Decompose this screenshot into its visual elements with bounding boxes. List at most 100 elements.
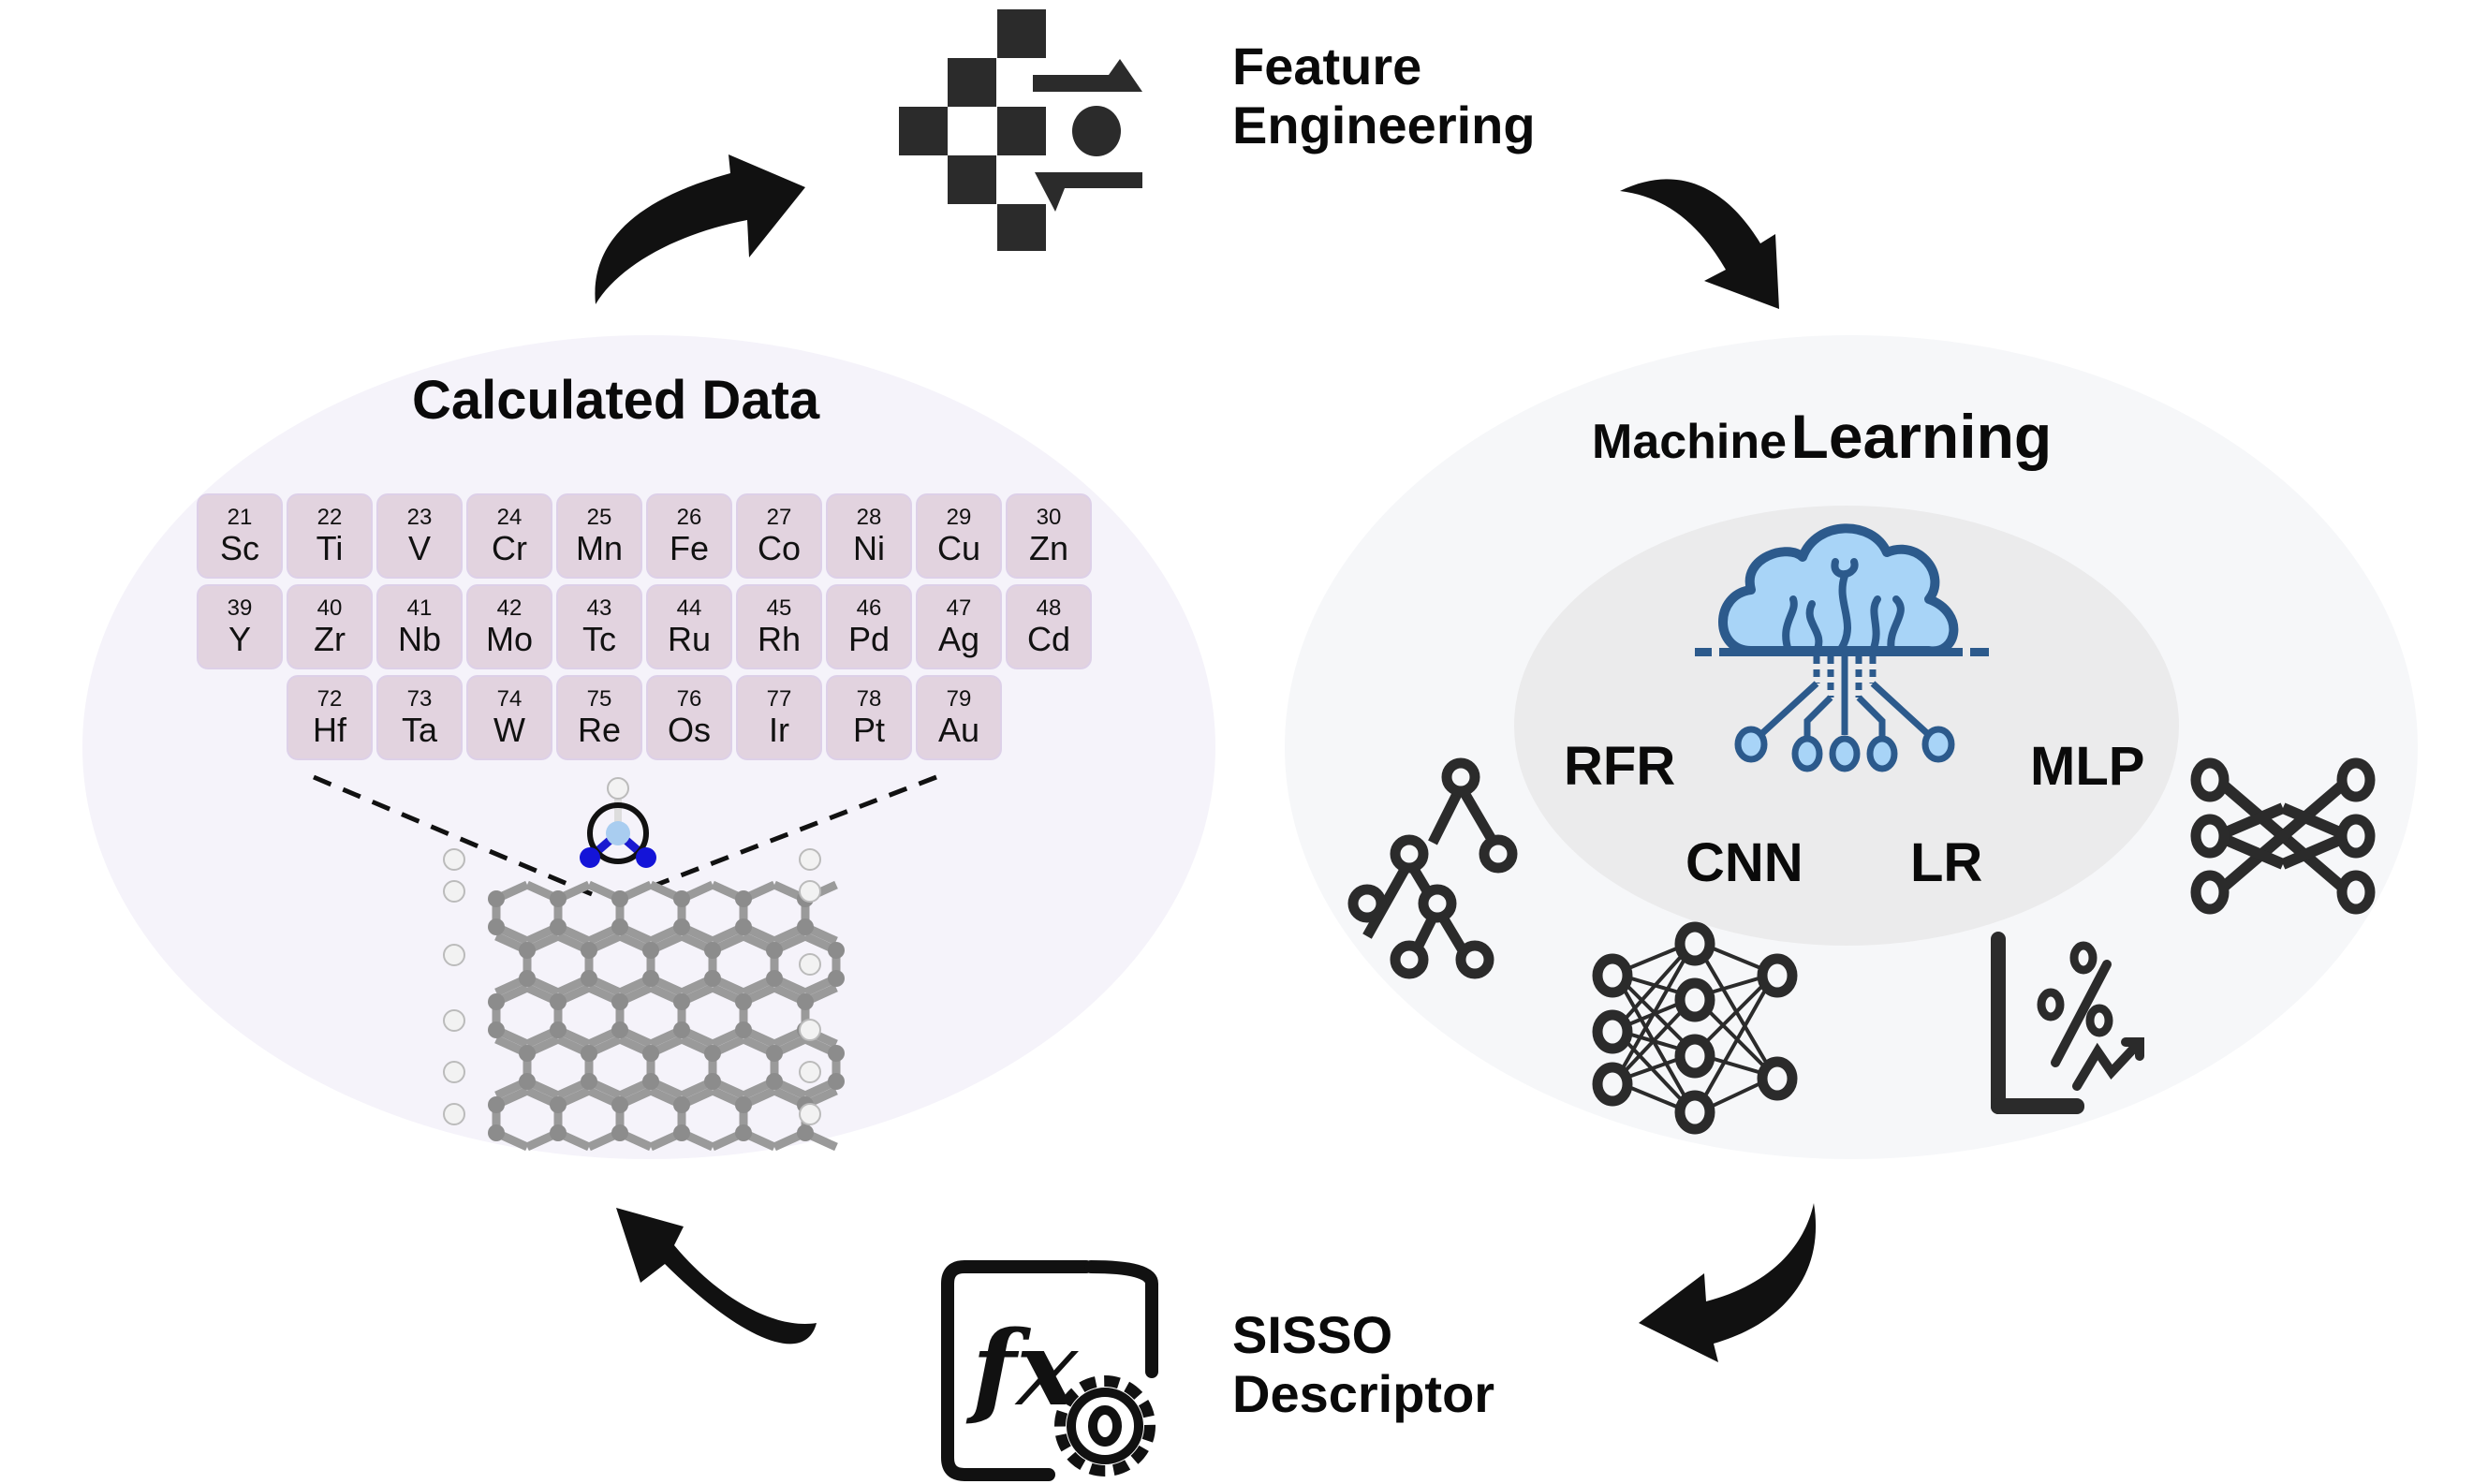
element-symbol: Ir <box>769 710 789 749</box>
atomic-number: 44 <box>676 595 702 622</box>
carbon-atom <box>611 918 628 935</box>
element-symbol: Re <box>577 710 622 749</box>
element-symbol: Hf <box>313 710 346 749</box>
atomic-number: 47 <box>946 595 972 622</box>
carbon-atom <box>735 1124 752 1141</box>
carbon-atom <box>735 890 752 907</box>
carbon-atom <box>797 993 814 1010</box>
carbon-atom <box>828 942 845 959</box>
decision-tree-icon <box>1347 757 1518 979</box>
hydrogen-atom <box>799 1019 821 1041</box>
carbon-atom <box>519 970 536 987</box>
element-symbol: Pd <box>847 619 891 658</box>
atomic-number: 22 <box>316 505 343 531</box>
element-symbol: Mn <box>575 528 623 567</box>
element-symbol: Tc <box>582 619 616 658</box>
element-symbol: Nb <box>397 619 442 658</box>
feature-selection-icon <box>899 9 1142 251</box>
carbon-atom <box>488 993 505 1010</box>
carbon-atom <box>766 1045 783 1062</box>
arrow-sisso-to-data <box>616 1208 817 1344</box>
carbon-atom <box>550 1124 567 1141</box>
brain-circuit-icon <box>1695 523 1989 772</box>
model-label-mlp: MLP <box>2030 736 2145 797</box>
atomic-number: 74 <box>496 686 523 713</box>
element-symbol: W <box>493 710 525 749</box>
carbon-atom <box>581 1045 597 1062</box>
model-label-rfr: RFR <box>1564 736 1676 797</box>
carbon-atom <box>488 890 505 907</box>
atomic-number: 39 <box>227 595 253 622</box>
atomic-number: 77 <box>766 686 792 713</box>
hydrogen-atom <box>799 1061 821 1083</box>
element-symbol: Os <box>667 710 711 749</box>
carbon-atom <box>550 890 567 907</box>
atomic-number: 73 <box>406 686 433 713</box>
element-symbol: Ru <box>667 619 712 658</box>
carbon-atom <box>766 942 783 959</box>
model-label-cnn: CNN <box>1685 832 1803 893</box>
machine-learning-title: Machine Learning <box>1592 402 2052 472</box>
carbon-atom <box>673 1124 690 1141</box>
element-symbol: Ta <box>401 710 438 749</box>
atomic-number: 45 <box>766 595 792 622</box>
carbon-atom <box>704 970 721 987</box>
sisso-line2: Descriptor <box>1232 1363 1495 1423</box>
carbon-atom <box>611 1124 628 1141</box>
carbon-atom <box>735 1021 752 1038</box>
carbon-atom <box>550 1021 567 1038</box>
element-symbol: Mo <box>485 619 533 658</box>
feature-engineering-title: Feature Engineering <box>1232 37 1536 154</box>
hydrogen-atom <box>443 880 465 903</box>
atomic-number: 79 <box>946 686 972 713</box>
carbon-atom <box>673 890 690 907</box>
carbon-atom <box>828 1073 845 1090</box>
hydrogen-atom <box>799 848 821 871</box>
arrow-features-to-ml <box>1620 179 1779 309</box>
element-symbol: Ni <box>853 528 885 567</box>
carbon-atom <box>488 1096 505 1113</box>
carbon-atom <box>519 942 536 959</box>
carbon-atom <box>550 918 567 935</box>
carbon-atom <box>642 970 659 987</box>
element-symbol: Y <box>228 619 251 658</box>
carbon-atom <box>550 1096 567 1113</box>
element-symbol: V <box>407 528 431 567</box>
element-symbol: Fe <box>669 528 709 567</box>
carbon-atom <box>581 942 597 959</box>
carbon-atom <box>797 1124 814 1141</box>
carbon-atom <box>797 918 814 935</box>
regression-chart-icon <box>1991 932 2144 1114</box>
mlp-network-icon <box>2190 757 2376 915</box>
atomic-number: 28 <box>856 505 882 531</box>
atomic-number: 23 <box>406 505 433 531</box>
carbon-atom <box>673 1021 690 1038</box>
atomic-number: 25 <box>586 505 612 531</box>
feature-engineering-line2: Engineering <box>1232 95 1536 154</box>
arrow-ml-to-sisso <box>1639 1203 1817 1362</box>
arrow-data-to-features <box>595 154 805 304</box>
hydrogen-atom <box>443 1103 465 1125</box>
element-symbol: Zn <box>1028 528 1068 567</box>
hydrogen-atom <box>799 953 821 976</box>
hydrogen-atom <box>443 848 465 871</box>
